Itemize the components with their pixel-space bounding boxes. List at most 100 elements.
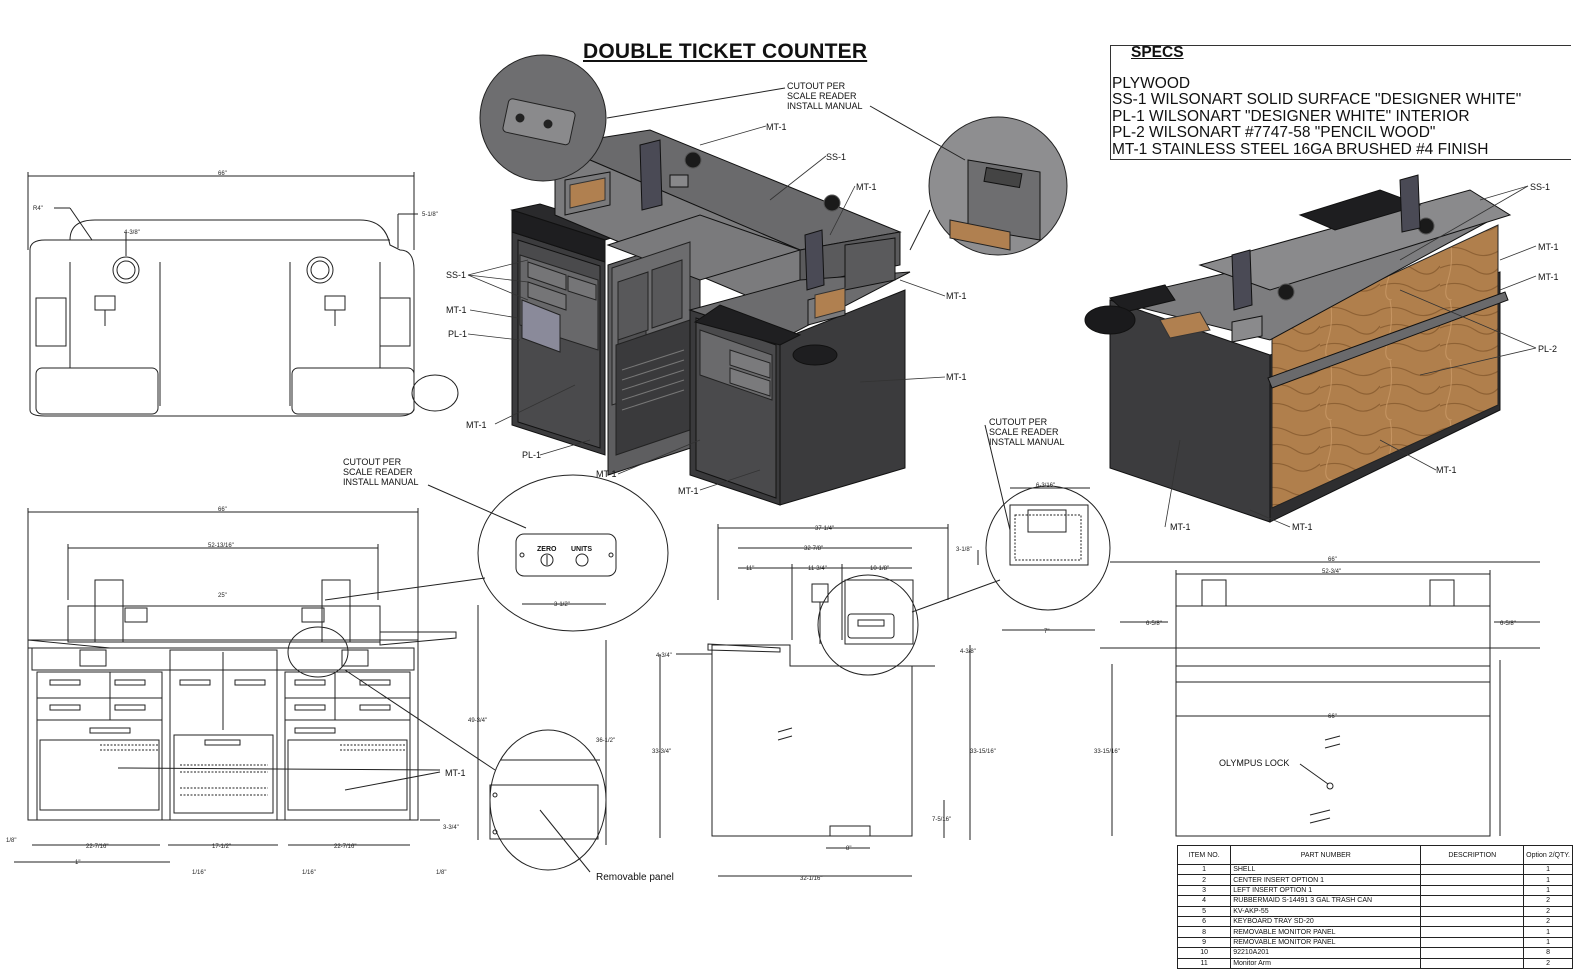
zero-label: ZERO [537, 546, 557, 553]
dim-32-1-16: 32-1/16" [800, 876, 822, 882]
cell-description [1420, 863, 1525, 876]
dim-top-width: 66" [218, 171, 227, 177]
leader-lines [467, 125, 1537, 528]
cell-description [1420, 884, 1525, 897]
dim-1: 1" [75, 860, 80, 866]
specs-panel: SPECS PLYWOOD SS-1 WILSONART SOLID SURFA… [1112, 44, 1567, 158]
dim-back-52-3-4: 52-3/4" [1322, 569, 1341, 575]
cell-description [1420, 926, 1525, 938]
col-part-number: PART NUMBER [1230, 845, 1422, 865]
cell-qty: 2 [1523, 957, 1573, 969]
dim-22-7-16-b: 22-7/16" [334, 844, 356, 850]
dim-front-width: 66" [218, 507, 227, 513]
label-ss1-c: SS-1 [1530, 182, 1550, 192]
dim-4-3-8-side: 4-3/8" [960, 649, 976, 655]
dim-1-16-a: 1/16" [192, 870, 206, 876]
cell-item-no: 8 [1176, 926, 1232, 938]
cell-description [1420, 915, 1525, 928]
cell-part-number: KEYBOARD TRAY SD-20 [1230, 915, 1422, 928]
dim-5-1-8: 5-1/8" [422, 212, 438, 218]
dim-37-1-4: 37-1/4" [815, 526, 834, 532]
cell-item-no: 9 [1176, 936, 1232, 949]
dim-r4: R4" [33, 206, 43, 212]
label-mt1-m: MT-1 [1292, 522, 1313, 532]
cell-item-no: 5 [1176, 905, 1232, 917]
cell-part-number: SHELL [1230, 863, 1422, 876]
removable-panel-detail [489, 729, 607, 873]
label-mt1-c: MT-1 [446, 305, 467, 315]
label-mt1-n: MT-1 [445, 768, 466, 778]
side-elevation [605, 524, 1001, 877]
label-mt1-a: MT-1 [766, 122, 787, 132]
label-mt1-e: MT-1 [946, 372, 967, 382]
iso-labels: CUTOUT PER SCALE READER INSTALL MANUAL M… [343, 81, 1559, 883]
parts-table: ITEM NO. PART NUMBER DESCRIPTION Option … [1176, 845, 1573, 969]
cutout-label-right-3: INSTALL MANUAL [989, 437, 1065, 447]
label-pl2: PL-2 [1538, 344, 1557, 354]
spec-line-pl1: PL-1 WILSONART "DESIGNER WHITE" INTERIOR [1112, 107, 1470, 125]
col-description: DESCRIPTION [1420, 845, 1525, 865]
dim-8: 8" [846, 846, 851, 852]
cell-part-number: 92210A201 [1230, 947, 1422, 959]
cell-part-number: Monitor Arm [1230, 957, 1422, 969]
cutout-detail [977, 424, 1111, 631]
cell-description [1420, 874, 1525, 886]
cell-item-no: 11 [1176, 957, 1232, 969]
iso-front-view [510, 129, 911, 506]
specs-box [1110, 45, 1571, 160]
label-mt1-k: MT-1 [1436, 465, 1457, 475]
cell-qty: 2 [1523, 915, 1573, 928]
cell-qty: 2 [1523, 895, 1573, 907]
dim-7: 7" [1044, 629, 1049, 635]
cell-description [1420, 895, 1525, 907]
spec-line-pl2: PL-2 WILSONART #7747-58 "PENCIL WOOD" [1112, 124, 1436, 141]
parts-table-header: ITEM NO. PART NUMBER DESCRIPTION Option … [1176, 845, 1573, 865]
cell-item-no: 6 [1176, 915, 1232, 928]
cutout-label-right-2: SCALE READER [989, 427, 1059, 437]
dim-3-3-4: 3-3/4" [443, 825, 459, 831]
cell-description [1420, 957, 1525, 969]
cell-description [1420, 936, 1525, 949]
cutout-label-left-3: INSTALL MANUAL [343, 477, 419, 487]
label-mt1-g: MT-1 [596, 469, 617, 479]
cell-part-number: KV-AKP-55 [1230, 905, 1422, 917]
cell-item-no: 4 [1176, 895, 1232, 907]
label-mt1-j: MT-1 [1538, 272, 1559, 282]
label-pl1-b: PL-1 [522, 450, 541, 460]
cell-description [1420, 947, 1525, 959]
dim-10-1-8: 10-1/8" [870, 566, 889, 572]
top-plan-view [27, 172, 459, 417]
specs-heading: SPECS [1131, 44, 1184, 61]
dim-1-8-b: 1/8" [436, 870, 446, 876]
cutout-label-right-1: CUTOUT PER [989, 417, 1048, 427]
back-elevation [1100, 561, 1540, 837]
cutout-label-left-2: SCALE READER [343, 467, 413, 477]
drawing-title: DOUBLE TICKET COUNTER [583, 40, 868, 63]
dim-52-13-16: 52-13/16" [208, 543, 234, 549]
label-ss1-a: SS-1 [826, 152, 846, 162]
cell-item-no: 1 [1176, 863, 1232, 876]
dim-32-7-8: 32-7/8" [804, 546, 823, 552]
cell-part-number: CENTER INSERT OPTION 1 [1230, 874, 1422, 886]
cutout-label-top-3: INSTALL MANUAL [787, 101, 863, 111]
cell-qty: 1 [1523, 884, 1573, 897]
label-mt1-b: MT-1 [856, 182, 877, 192]
col-qty: Option 2/QTY. [1523, 845, 1573, 865]
dim-1-8: 1/8" [6, 838, 16, 844]
label-mt1-d: MT-1 [946, 291, 967, 301]
spec-line-mt1: MT-1 STAINLESS STEEL 16GA BRUSHED #4 FIN… [1112, 140, 1489, 158]
dim-3-1-8: 3-1/8" [956, 547, 972, 553]
cell-qty: 1 [1523, 936, 1573, 949]
cell-qty: 1 [1523, 863, 1573, 876]
cell-qty: 2 [1523, 905, 1573, 917]
dim-back-33-15-16: 33-15/16" [1094, 749, 1120, 755]
dim-3-1-2: 3-1/2" [554, 602, 570, 608]
dim-6-3-16: 6-3/16" [1036, 483, 1055, 489]
dim-1-16-b: 1/16" [302, 870, 316, 876]
